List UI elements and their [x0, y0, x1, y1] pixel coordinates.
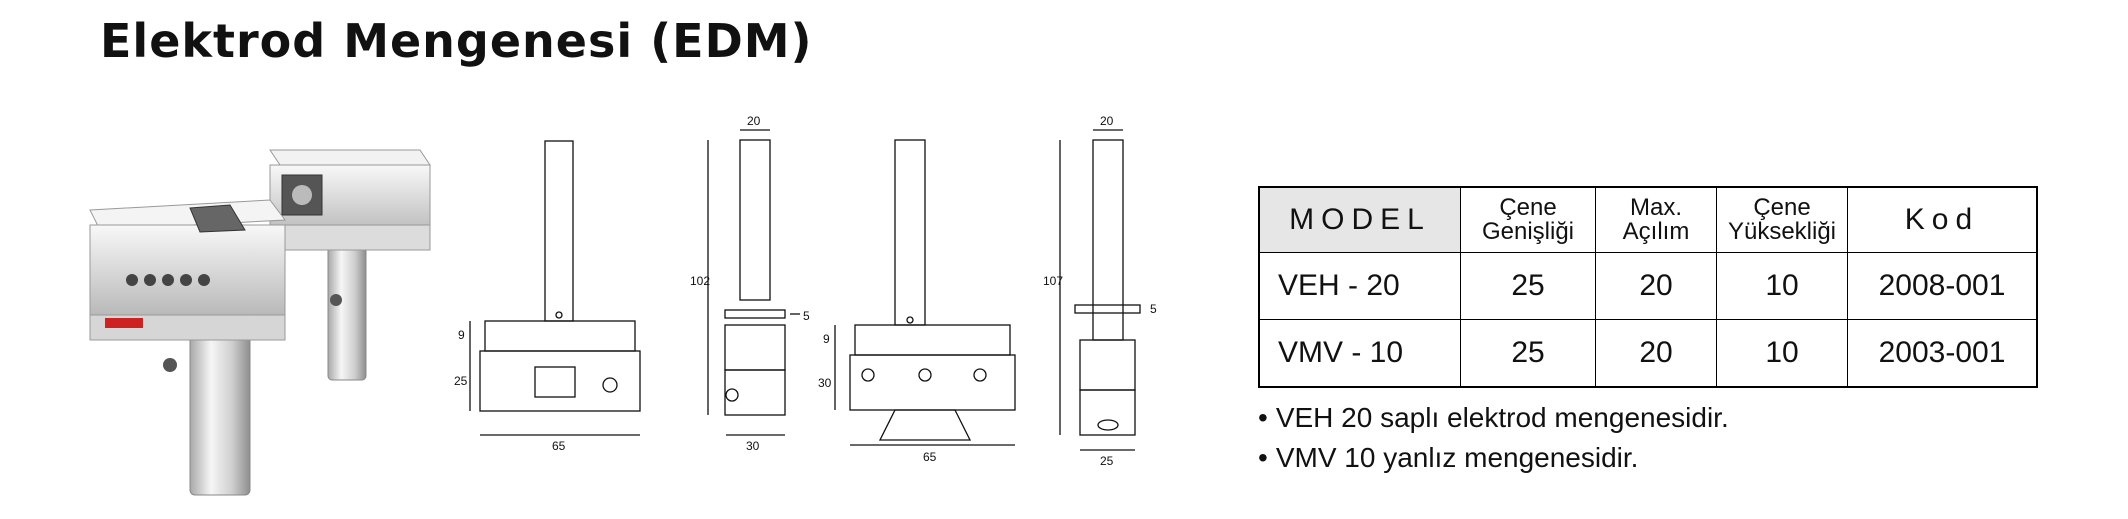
note-text: VEH 20 saplı elektrod mengenesidir.: [1275, 402, 1729, 433]
dim-v2-width: 65: [923, 450, 937, 464]
dim-front-body: 25: [454, 374, 468, 388]
page-title: Elektrod Mengenesi (EDM): [100, 14, 813, 68]
cell-kod: 2003-001: [1847, 319, 2038, 388]
table-row: VMV - 10 25 20 10 2003-001: [1258, 319, 2038, 388]
cell-max-opening: 20: [1595, 252, 1717, 320]
bullet-icon: •: [1258, 442, 1268, 473]
dim-v2-shaft-width: 20: [1100, 114, 1114, 128]
header-max-opening-line2: Açılım: [1622, 218, 1690, 245]
dim-pin: 5: [803, 309, 810, 323]
table-header-row: MODEL Çene Genişliği Max. Açılım Çene Yü…: [1258, 186, 2038, 253]
drawing-view-front: [469, 140, 641, 436]
bullet-icon: •: [1258, 402, 1268, 433]
drawing-view-front-2: [834, 139, 1016, 446]
cell-jaw-height: 10: [1716, 319, 1848, 388]
header-jaw-width-line2: Genişliği: [1481, 218, 1575, 245]
drawing-view-side-2: [1059, 129, 1141, 451]
cell-jaw-width: 25: [1460, 252, 1596, 320]
table-row: VEH - 20 25 20 10 2008-001: [1258, 252, 2038, 320]
cell-model: VEH - 20: [1258, 252, 1461, 320]
dim-v2-top: 9: [823, 332, 830, 346]
header-jaw-width-line1: Çene: [1499, 194, 1557, 221]
cell-jaw-width: 25: [1460, 319, 1596, 388]
header-kod: Kod: [1847, 186, 2038, 253]
header-jaw-width: Çene Genişliği: [1460, 186, 1596, 253]
vise-front-image: [89, 199, 286, 496]
cell-max-opening: 20: [1595, 319, 1717, 388]
dim-front-top: 9: [458, 328, 465, 342]
dim-v2-side-width: 25: [1100, 454, 1114, 468]
notes-list: •VEH 20 saplı elektrod mengenesidir. •VM…: [1258, 398, 1729, 478]
header-jaw-height-line2: Yüksekliği: [1727, 218, 1837, 245]
drawing-view-side: [707, 129, 800, 436]
header-max-opening: Max. Açılım: [1595, 186, 1717, 253]
vise-rear-image: [269, 149, 431, 381]
product-photo: [89, 149, 431, 496]
dim-front-width: 65: [552, 439, 566, 453]
dim-v2-height-total: 107: [1043, 274, 1063, 288]
header-model: MODEL: [1258, 186, 1461, 253]
dim-v2-body: 30: [818, 376, 832, 390]
cell-kod: 2008-001: [1847, 252, 2038, 320]
cell-model: VMV - 10: [1258, 319, 1461, 388]
dim-height-total: 102: [690, 274, 710, 288]
note-text: VMV 10 yanlız mengenesidir.: [1275, 442, 1639, 473]
header-max-opening-line1: Max.: [1629, 194, 1682, 221]
dim-side-width: 30: [746, 439, 760, 453]
header-jaw-height-line1: Çene: [1753, 194, 1811, 221]
header-jaw-height: Çene Yüksekliği: [1716, 186, 1848, 253]
list-item: •VMV 10 yanlız mengenesidir.: [1258, 438, 1729, 478]
list-item: •VEH 20 saplı elektrod mengenesidir.: [1258, 398, 1729, 438]
cell-jaw-height: 10: [1716, 252, 1848, 320]
technical-drawing: 65 9 25 30 20 102 5 9 30 65 20 107 5 25: [454, 114, 1157, 468]
spec-table: MODEL Çene Genişliği Max. Açılım Çene Yü…: [1258, 186, 2038, 388]
dim-v2-pin: 5: [1150, 302, 1157, 316]
dim-shaft-width: 20: [747, 114, 761, 128]
